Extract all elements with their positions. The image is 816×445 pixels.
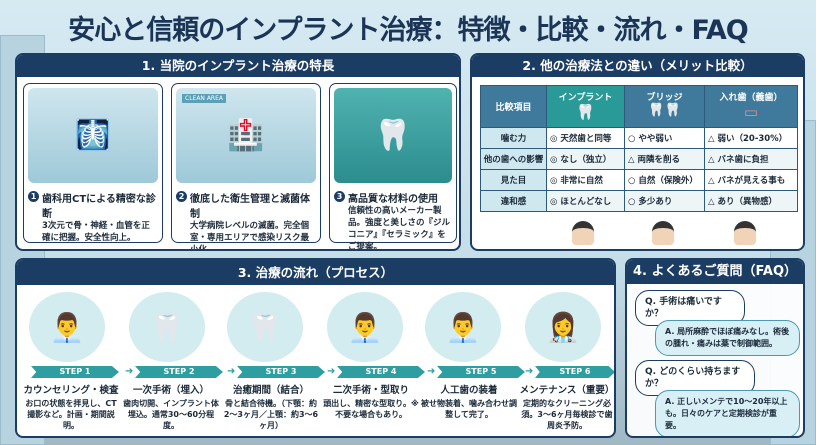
patient-avatar (734, 221, 756, 245)
row-label: 見た目 (480, 169, 547, 191)
arrow-icon: ➜ (427, 366, 436, 377)
step-text: 一次手術（埋入） 歯肉切開、インプラント体埋込。通常30〜60分程度。 (123, 382, 219, 431)
process-heading: 3. 治療の流れ（プロセス） (17, 260, 614, 285)
clean-area-sign: CLEAN AREA (182, 94, 226, 103)
feature-desc: 3次元で骨・神経・血管を正確に把握。安全性向上。 (42, 221, 150, 243)
step-text: カウンセリング・検査お口の状態を拝見し、CT撮影など。計画・期間説明。 (23, 382, 119, 431)
table-header-row: 比較項目 インプラント🦷 ブリッジ🦷🦷 入れ歯（義歯）▭ (480, 85, 798, 128)
implant-cell: ◎ なし（独立） (546, 148, 625, 170)
column-header: 比較項目 (480, 85, 547, 128)
faq-heading: 4. よくあるご質問（FAQ） (627, 260, 803, 284)
step-title: 一次手術（埋入） (132, 385, 209, 396)
table-row: 見た目◎ 非常に自然○ 自然（保険外）△ バネが見える事も (480, 169, 798, 191)
step-desc: 歯肉切開、インプラント体埋込。通常30〜60分程度。 (123, 399, 219, 430)
bridge-cell: ○ 多少あり (624, 190, 705, 212)
column-header-label: インプラント (558, 93, 613, 103)
counseling-illustration: 👨‍💼 (29, 292, 105, 362)
comparison-heading: 2. 他の治療法との違い（メリット比較） (472, 55, 803, 77)
ct-scanner-image: 🩻 (28, 88, 158, 183)
feature-desc: 大学病院レベルの滅菌。完全個室・専用エリアで感染リスク最小化。 (190, 221, 310, 251)
comparison-table: 比較項目 インプラント🦷 ブリッジ🦷🦷 入れ歯（義歯）▭ 噛む力◎ 天然歯と同等… (480, 85, 798, 212)
patient-avatar (652, 221, 674, 245)
column-header-label: ブリッジ (646, 93, 683, 103)
page-title: 安心と信頼のインプラント治療：特徴・比較・流れ・FAQ (68, 15, 748, 46)
maintenance-illustration: 👩‍⚕️ (525, 292, 601, 362)
implant-cell: ◎ 天然歯と同等 (546, 127, 625, 149)
denture-cell: △ バネが見える事も (704, 169, 798, 191)
step-desc: 定期的なクリーニング必須。3〜6ヶ月毎検診で歯周炎予防。 (521, 399, 613, 430)
table-row: 噛む力◎ 天然歯と同等○ やや弱い△ 弱い（20-30%） (480, 127, 798, 149)
arrow-icon: ➜ (227, 366, 236, 377)
step-text: 治癒期間（結合） 骨と結合待機。（下顎：約2〜3ヶ月／上顎：約3〜6ヶ月） (223, 382, 319, 431)
step-text: 二次手術・型取り頭出し、精密な型取り。※不要な場合もあり。 (323, 382, 419, 420)
feature-desc: 信頼性の高いメーカー製品。強度と美しさの『ジルコニア』『セラミック』をご提案。 (348, 206, 451, 251)
process-panel: 3. 治療の流れ（プロセス） 👨‍💼 🦷 🦷 👨‍💼 👨‍💼 👩‍⚕️ STEP… (15, 258, 616, 438)
table-row: 他の歯への影響◎ なし（独立）△ 両隣を削る△ バネ歯に負担 (480, 148, 798, 170)
number-badge: 3 (334, 191, 345, 202)
arrow-icon: ➜ (327, 366, 336, 377)
bridge-cell: △ 両隣を削る (624, 148, 705, 170)
denture-cell: △ あり（異物感） (704, 190, 798, 212)
tooth-icon: 🦷 (576, 103, 595, 121)
denture-icon: ▭ (743, 103, 759, 121)
arrow-icon: ➜ (125, 366, 134, 377)
implant-placement-illustration: 🦷 (129, 292, 205, 362)
column-header: ブリッジ🦷🦷 (624, 85, 705, 128)
number-badge: 1 (28, 191, 39, 202)
step-text: 人工歯の装着被せ物装着、噛み合わせ調整して完了。 (421, 382, 517, 420)
healing-illustration: 🦷 (227, 292, 303, 362)
column-header: インプラント🦷 (546, 85, 625, 128)
feature-title: 徹底した衛生管理と滅菌体制 (190, 194, 310, 220)
patient-avatar (572, 221, 594, 245)
faq-answer: A. 局所麻酔でほぼ痛みなし。術後の腫れ・痛みは薬で制御範囲。 (655, 320, 800, 356)
feature-title: 高品質な材料の使用 (348, 194, 438, 205)
denture-cell: △ バネ歯に負担 (704, 148, 798, 170)
faq-panel: 4. よくあるご質問（FAQ） Q. 手術は痛いですか？ A. 局所麻酔でほぼ痛… (625, 258, 805, 438)
bridge-icon: 🦷🦷 (648, 103, 681, 118)
step-3-banner: STEP 3 (237, 366, 325, 378)
step-desc: 頭出し、精密な型取り。※不要な場合もあり。 (323, 399, 419, 419)
step-5-banner: STEP 5 (437, 366, 525, 378)
features-heading: 1. 当院のインプラント治療の特長 (17, 55, 459, 77)
faq-answer: A. 正しいメンテで10〜20年以上も。日々のケアと定期検診が重要。 (655, 390, 800, 436)
step-title: 二次手術・型取り (332, 385, 409, 396)
row-label: 噛む力 (480, 127, 547, 149)
step-title: メンテナンス（重要） (519, 385, 615, 396)
row-label: 他の歯への影響 (480, 148, 547, 170)
column-header: 入れ歯（義歯）▭ (704, 85, 798, 128)
step-6-banner: STEP 6 (535, 366, 614, 378)
step-desc: 骨と結合待機。（下顎：約2〜3ヶ月／上顎：約3〜6ヶ月） (223, 399, 319, 430)
crown-fitting-illustration: 👨‍💼 (425, 292, 501, 362)
step-title: カウンセリング・検査 (23, 385, 119, 396)
denture-cell: △ 弱い（20-30%） (704, 127, 798, 149)
implant-cell: ◎ 非常に自然 (546, 169, 625, 191)
table-row: 違和感◎ ほとんどなし○ 多少あり△ あり（異物感） (480, 190, 798, 212)
row-label: 違和感 (480, 190, 547, 212)
column-header-label: 入れ歯（義歯） (719, 93, 783, 103)
implant-cell: ◎ ほとんどなし (546, 190, 625, 212)
step-desc: お口の状態を拝見し、CT撮影など。計画・期間説明。 (25, 399, 117, 430)
arrow-icon: ➜ (525, 366, 534, 377)
step-desc: 被せ物装着、噛み合わせ調整して完了。 (421, 399, 517, 419)
step-2-banner: STEP 2 (135, 366, 223, 378)
step-4-banner: STEP 4 (337, 366, 425, 378)
feature-title: 歯科用CTによる精密な診断 (42, 194, 156, 220)
bridge-cell: ○ 自然（保険外） (624, 169, 705, 191)
operating-room-image: CLEAN AREA🏥 (176, 88, 316, 183)
number-badge: 2 (176, 191, 187, 202)
step-1-banner: STEP 1 (31, 366, 119, 378)
impression-illustration: 👨‍💼 (327, 292, 403, 362)
implant-materials-image: 🦷 (334, 88, 452, 183)
step-text: メンテナンス（重要） 定期的なクリーニング必須。3〜6ヶ月毎検診で歯周炎予防。 (519, 382, 615, 431)
step-title: 治癒期間（結合） (232, 385, 309, 396)
comparison-panel: 2. 他の治療法との違い（メリット比較） 比較項目 インプラント🦷 ブリッジ🦷🦷… (470, 53, 805, 251)
bridge-cell: ○ やや弱い (624, 127, 705, 149)
step-title: 人工歯の装着 (440, 385, 498, 396)
